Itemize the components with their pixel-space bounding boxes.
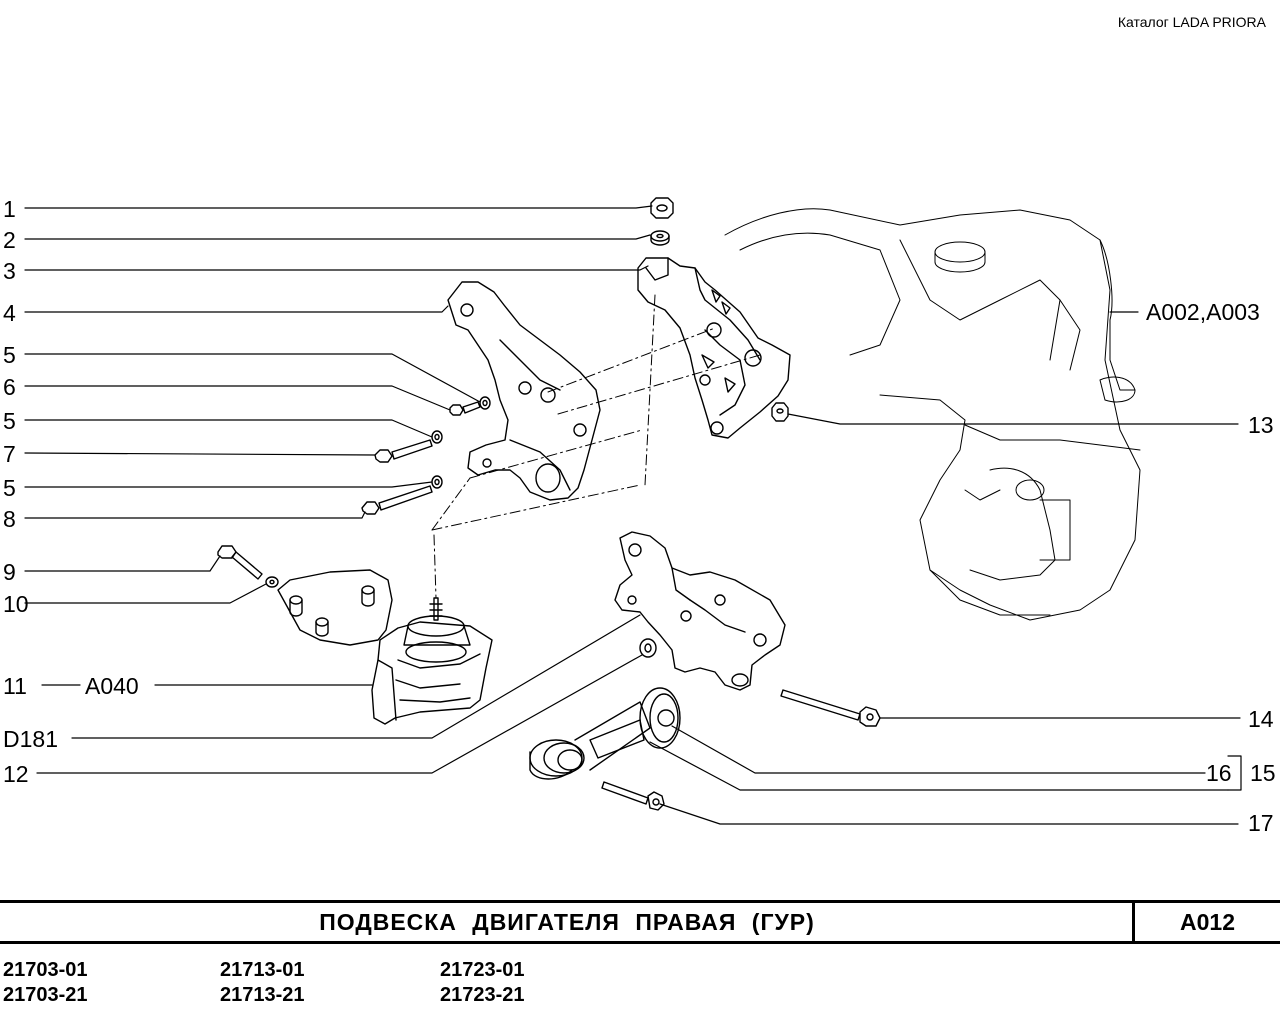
leader-lines [24,205,1242,825]
engine-block [724,208,1141,621]
callout-4: 4 [3,300,16,326]
callout-14: 14 [1248,706,1274,732]
washer [650,230,670,246]
callout-5c: 5 [3,475,16,501]
bracket-left [447,281,601,501]
callout-2: 2 [3,227,16,253]
callout-d181: D181 [3,726,58,752]
callout-7: 7 [3,441,16,467]
callout-a040: A040 [85,673,139,699]
bolt-9 [217,545,263,580]
callout-15: 15 [1250,760,1276,786]
callout-1: 1 [3,196,16,222]
callout-13: 13 [1248,412,1274,438]
callout-16: 16 [1206,760,1232,786]
bolt-8 [361,485,433,515]
model-code: 21703-01 [3,959,88,981]
callout-5b: 5 [3,408,16,434]
bolt-17 [601,781,665,811]
bolt-14 [780,689,881,727]
torque-rod [529,687,681,780]
model-code: 21723-21 [440,984,525,1006]
model-code: 21723-01 [440,959,525,981]
model-column-2: 21713-01 21713-21 [220,958,305,1008]
callout-10: 10 [3,591,29,617]
title-bar: ПОДВЕСКА ДВИГАТЕЛЯ ПРАВАЯ (ГУР) A012 [0,900,1280,944]
support-plate [277,569,393,646]
nut-13 [771,402,789,422]
washer-d181 [639,638,657,658]
section-code: A012 [1180,909,1235,935]
model-code: 21703-21 [3,984,88,1006]
callout-labels: 1 2 3 4 5 6 5 7 5 8 9 10 11 A040 D181 12… [3,196,1276,836]
model-column-1: 21703-01 21703-21 [3,958,88,1008]
callout-9: 9 [3,559,16,585]
callout-11: 11 [3,673,27,699]
engine-mount [371,597,493,725]
callout-a002-a003: A002,A003 [1146,299,1260,325]
mount-bracket [614,531,786,691]
title-divider [1132,903,1135,941]
callout-6: 6 [3,374,16,400]
washer-5a [479,396,491,410]
washer-5c [431,475,443,489]
callout-8: 8 [3,506,16,532]
model-column-3: 21723-01 21723-21 [440,958,525,1008]
catalog-header: Каталог LADA PRIORA [1117,14,1266,30]
bolt-6 [449,401,481,416]
callout-3: 3 [3,258,16,284]
bracket-right [637,257,791,439]
nut [650,197,674,219]
model-code: 21713-01 [220,959,305,981]
callout-5a: 5 [3,342,16,368]
callout-17: 17 [1248,810,1274,836]
exploded-parts-diagram: 1 2 3 4 5 6 5 7 5 8 9 10 11 A040 D181 12… [3,196,1276,836]
washer-10 [265,576,279,588]
page-title: ПОДВЕСКА ДВИГАТЕЛЯ ПРАВАЯ (ГУР) [319,909,815,935]
model-code: 21713-21 [220,984,305,1006]
washer-5b [431,430,443,444]
callout-12: 12 [3,761,29,787]
bolt-7 [374,439,433,463]
